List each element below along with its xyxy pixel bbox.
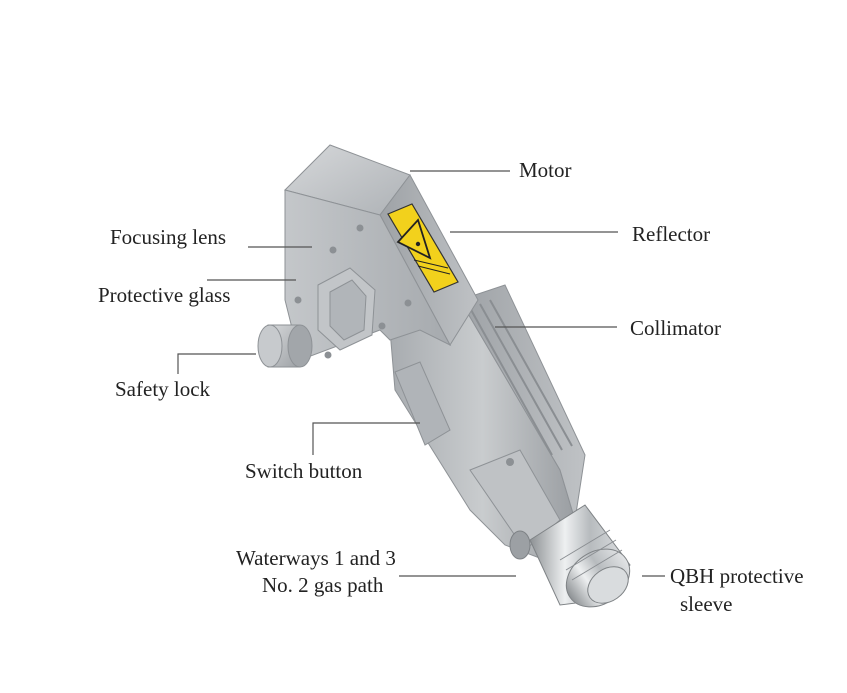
label-motor: Motor — [519, 158, 572, 182]
screw — [506, 458, 514, 466]
head-box — [284, 144, 479, 361]
screw — [356, 224, 364, 232]
label-no-2-gas-path: No. 2 gas path — [262, 573, 384, 597]
screw — [378, 322, 386, 330]
handle-body — [389, 284, 586, 561]
label-waterways-1-and-3: Waterways 1 and 3 — [236, 546, 396, 570]
leader-switch-button — [312, 422, 420, 455]
gas-fitting — [509, 530, 531, 560]
leader-safety-lock — [177, 353, 256, 374]
screw — [294, 296, 302, 304]
protective-glass-drawer — [317, 267, 376, 351]
label-switch-button: Switch button — [245, 459, 363, 483]
label-protective-glass: Protective glass — [98, 283, 231, 307]
label-qbh-protective: QBH protective — [670, 564, 804, 588]
grip — [394, 361, 451, 446]
leader-lines — [177, 170, 665, 577]
label-reflector: Reflector — [632, 222, 711, 246]
laser-warning-icon — [387, 203, 459, 293]
screw — [324, 351, 332, 359]
label-focusing-lens: Focusing lens — [110, 225, 227, 249]
collimator-fins — [469, 299, 573, 456]
label-qbh-sleeve: sleeve — [680, 592, 733, 616]
label-safety-lock: Safety lock — [115, 377, 211, 401]
label-collimator: Collimator — [630, 316, 721, 340]
screw — [329, 246, 337, 254]
safety-lock-knob — [257, 324, 332, 368]
screw — [404, 299, 412, 307]
qbh-nozzle — [529, 504, 631, 608]
